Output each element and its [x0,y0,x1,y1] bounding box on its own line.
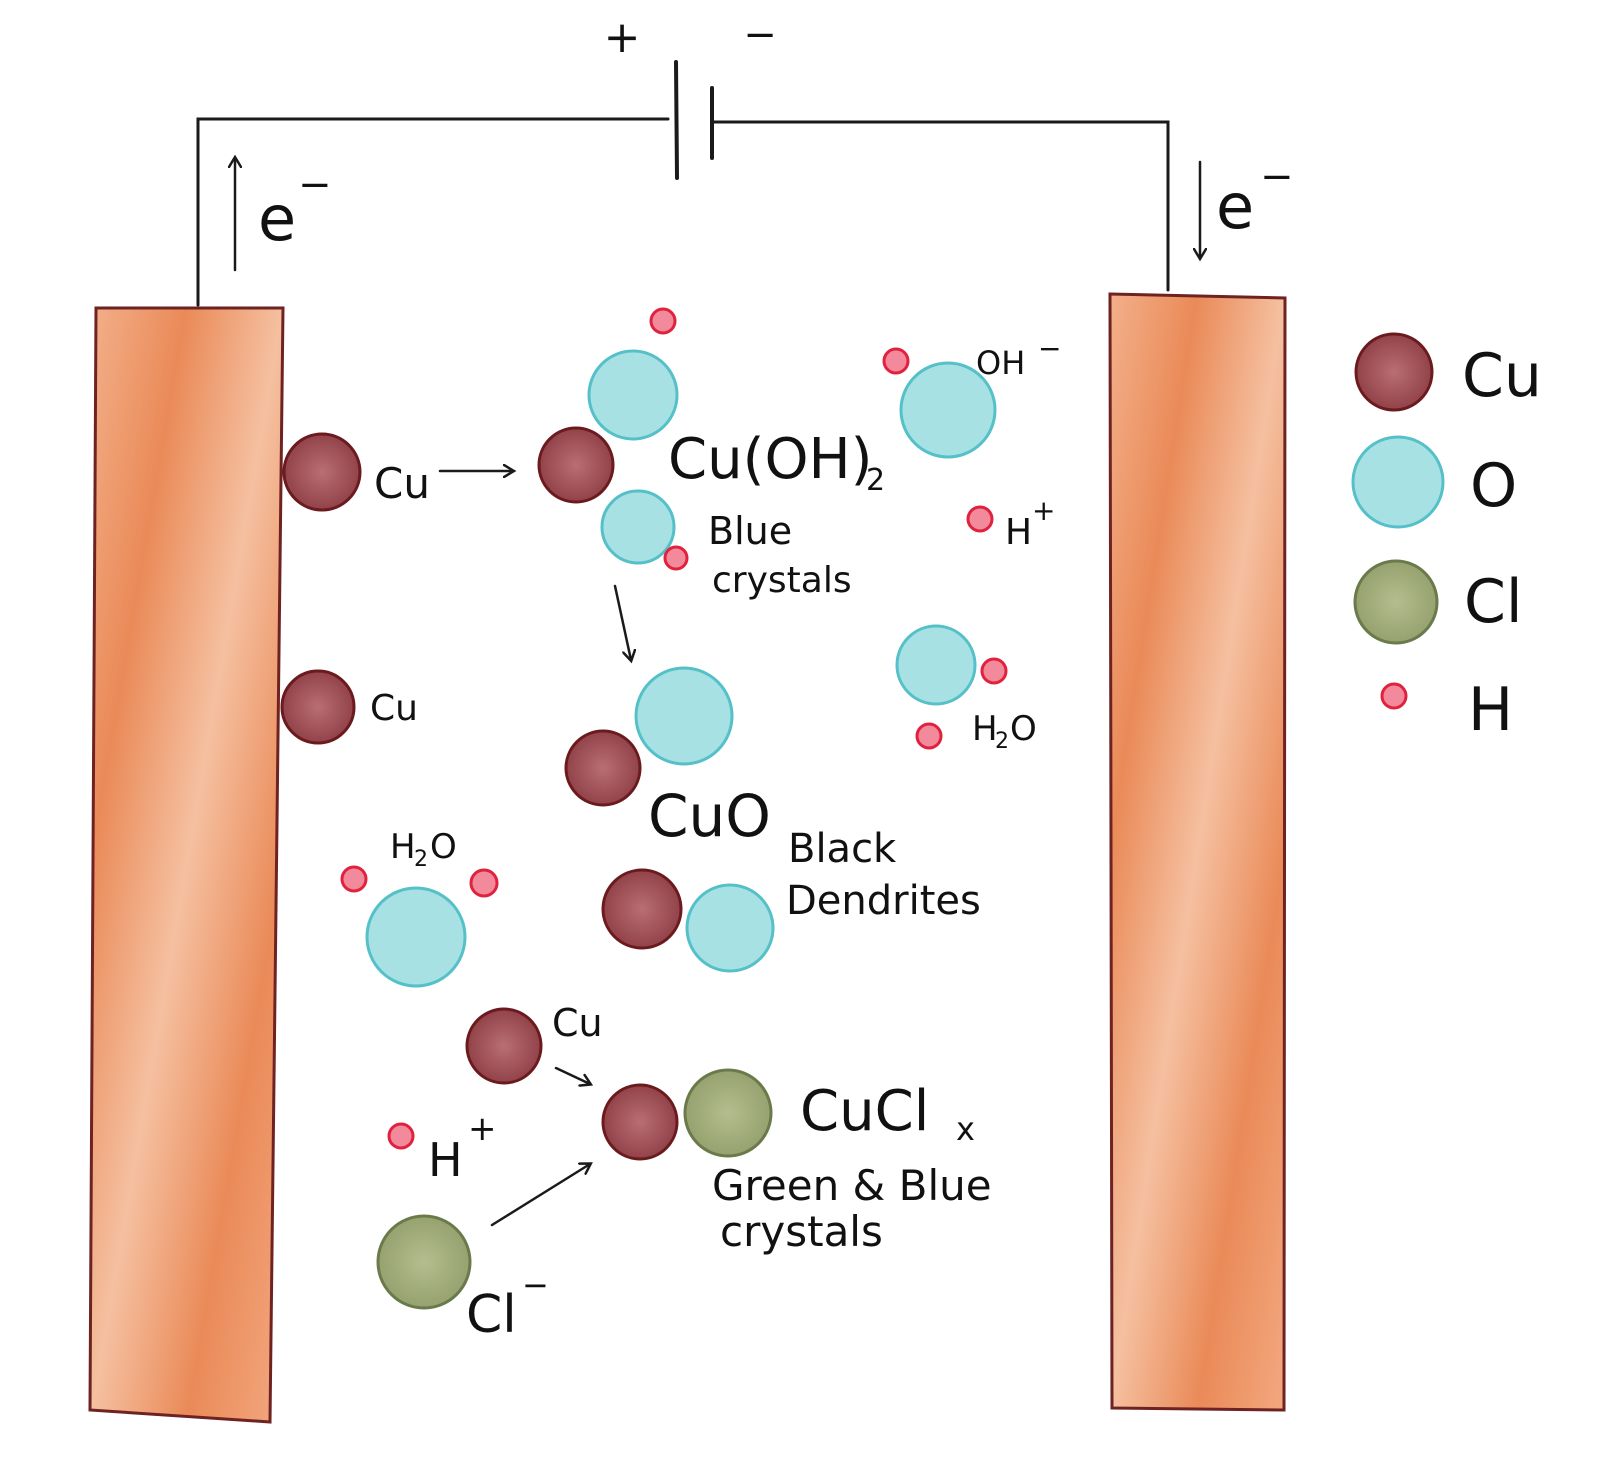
cu-to-cucl-arrow-icon [554,1066,590,1084]
h-atom [340,865,368,893]
h-atom [966,505,994,533]
cuoh2-to-cuo-arrow-icon [613,584,631,660]
cu-bottom-label: Cu [552,1001,603,1045]
h2o-right-h: H [972,709,998,749]
h-plus-charge-1: + [1032,494,1055,527]
h2o-left-o: O [430,827,457,867]
green-blue-crystals-label-2: crystals [720,1207,883,1256]
cu-atom [280,669,356,745]
o-atom [600,489,676,565]
h2o-right-subscript: 2 [995,729,1009,754]
h-atom [915,722,943,750]
legend-o-label: O [1470,451,1517,521]
legend-cl-label: Cl [1464,567,1523,637]
cu-surface-label-1: Cu [374,459,430,508]
circuit-wire [196,117,1170,307]
legend: Cu O Cl H [1351,332,1542,745]
cl-atom [376,1214,472,1310]
cu-atom [601,868,683,950]
o-atom [587,349,679,441]
h-atom [649,307,677,335]
h2o-left-h: H [390,827,416,867]
cucl-subscript: x [956,1110,975,1148]
cl-minus-charge: − [522,1266,549,1304]
cl-atom [683,1068,773,1158]
o-atom [365,886,467,988]
h-plus-label-2: H [428,1133,463,1187]
h-atom [469,868,499,898]
h-atom [980,657,1008,685]
battery-icon [674,60,714,180]
legend-cu-swatch [1354,332,1434,412]
black-dendrites-label-1: Black [788,826,897,872]
cu-atom [601,1083,679,1161]
green-blue-crystals-label-1: Green & Blue [712,1161,992,1210]
cu-atom [465,1007,543,1085]
legend-cu-label: Cu [1462,341,1542,411]
electron-left-charge: − [298,162,332,208]
h-atom [882,347,910,375]
h-atom [387,1122,415,1150]
electron-right-label: e [1216,170,1254,243]
cuoh2-label: Cu(OH) [668,427,872,492]
cu-atom [282,432,362,512]
battery-minus-label: − [743,12,777,58]
cu-surface-label-2: Cu [370,688,418,729]
battery-plus-label: + [604,12,641,63]
o-atom [685,883,775,973]
legend-h-swatch [1380,682,1408,710]
cucl-label: CuCl [800,1079,929,1144]
legend-cl-swatch [1353,559,1439,645]
blue-crystals-label-1: Blue [708,509,792,553]
cu-atom [564,729,642,807]
cathode-electrode [1108,292,1287,1412]
cl-minus-label: Cl [466,1285,517,1345]
h-plus-charge-2: + [468,1109,497,1149]
anode-electrode [88,306,285,1424]
electron-left-label: e [258,182,296,255]
o-atom [634,666,734,766]
cuo-label: CuO [648,782,771,850]
blue-crystals-label-2: crystals [712,560,852,601]
o-atom [899,361,997,459]
black-dendrites-label-2: Dendrites [786,878,981,924]
h-plus-label-1: H [1005,512,1032,553]
legend-o-swatch [1351,435,1445,529]
h2o-left-subscript: 2 [414,847,428,872]
h2o-right-o: O [1010,709,1037,749]
electron-right-charge: − [1260,154,1294,200]
oh-minus-charge: − [1038,332,1061,365]
cl-to-cucl-arrow-icon [490,1164,590,1227]
h-atom [663,545,689,571]
oh-minus-label: OH [976,344,1025,382]
cu-atom [537,426,615,504]
cuoh2-subscript: 2 [866,463,885,498]
o-atom [895,624,977,706]
legend-h-label: H [1468,675,1513,745]
